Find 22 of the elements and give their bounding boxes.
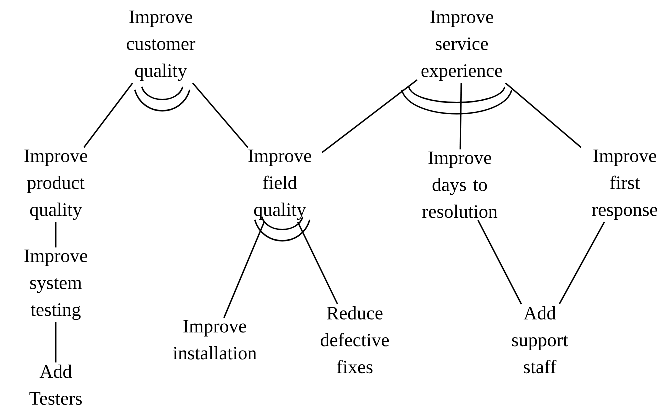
connector-line	[505, 82, 582, 148]
goal-text: Add support staff	[512, 306, 568, 374]
goal-text: Improve days to resolution	[422, 152, 498, 218]
goal-text: Improve service experience	[422, 10, 502, 82]
goal-text: Improve product quality	[24, 150, 88, 220]
connector-line	[55, 222, 57, 248]
connector-line	[84, 82, 134, 148]
connector-line	[558, 222, 606, 305]
goal-text: Improve customer quality	[127, 10, 196, 82]
connector-line	[224, 222, 266, 318]
goal-text: Improve first response	[592, 150, 658, 220]
connector-line	[460, 83, 462, 150]
goal-text: Improve installation	[173, 320, 257, 360]
goal-text: Reduce defective fixes	[321, 306, 390, 374]
connector-line	[192, 82, 249, 148]
connector-line	[297, 222, 338, 305]
goal-text: Add Testers	[30, 364, 82, 406]
goal-text: Improve system testing	[24, 250, 88, 320]
goal-text: Improve field quality	[248, 150, 312, 220]
connector-line	[55, 322, 57, 363]
connector-line	[478, 220, 522, 305]
connector-line	[322, 80, 418, 154]
